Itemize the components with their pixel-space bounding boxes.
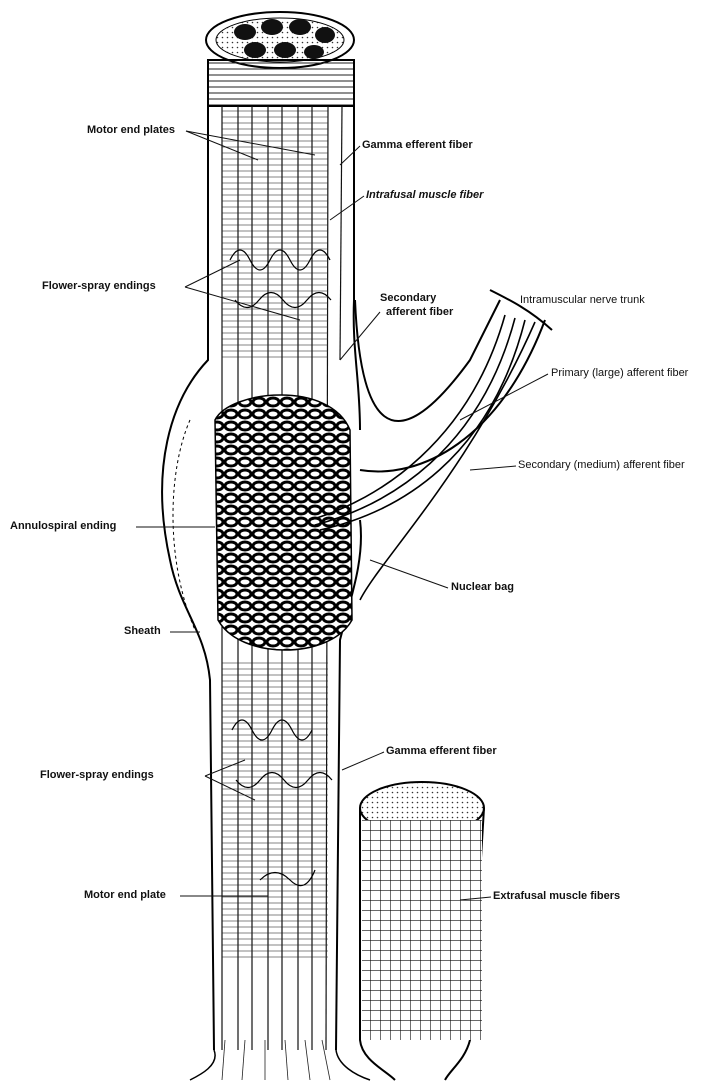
label-annulospiral-ending: Annulospiral ending: [10, 520, 116, 532]
extrafusal-bundle: [360, 782, 484, 1080]
label-motor-end-plate: Motor end plate: [84, 889, 166, 901]
label-flower-spray-endings-top: Flower-spray endings: [42, 280, 156, 292]
annulospiral-region: [215, 395, 352, 650]
spindle-top-cross-section: [206, 12, 354, 106]
label-nuclear-bag: Nuclear bag: [451, 581, 514, 593]
label-primary-afferent-fiber: Primary (large) afferent fiber: [551, 367, 688, 379]
label-motor-end-plates: Motor end plates: [87, 124, 175, 136]
label-intrafusal-muscle-fiber: Intrafusal muscle fiber: [366, 189, 483, 201]
label-secondary-medium-afferent-fiber: Secondary (medium) afferent fiber: [518, 459, 685, 471]
label-intramuscular-nerve-trunk: Intramuscular nerve trunk: [520, 294, 645, 306]
label-gamma-efferent-fiber-top: Gamma efferent fiber: [362, 139, 473, 151]
label-secondary-afferent-line1: Secondary: [380, 292, 436, 304]
label-gamma-efferent-fiber-bottom: Gamma efferent fiber: [386, 745, 497, 757]
label-extrafusal-muscle-fibers: Extrafusal muscle fibers: [493, 890, 620, 902]
label-secondary-afferent-line2: afferent fiber: [386, 306, 453, 318]
label-sheath: Sheath: [124, 625, 161, 637]
label-flower-spray-endings-bottom: Flower-spray endings: [40, 769, 154, 781]
sheath-outline: [173, 420, 195, 630]
